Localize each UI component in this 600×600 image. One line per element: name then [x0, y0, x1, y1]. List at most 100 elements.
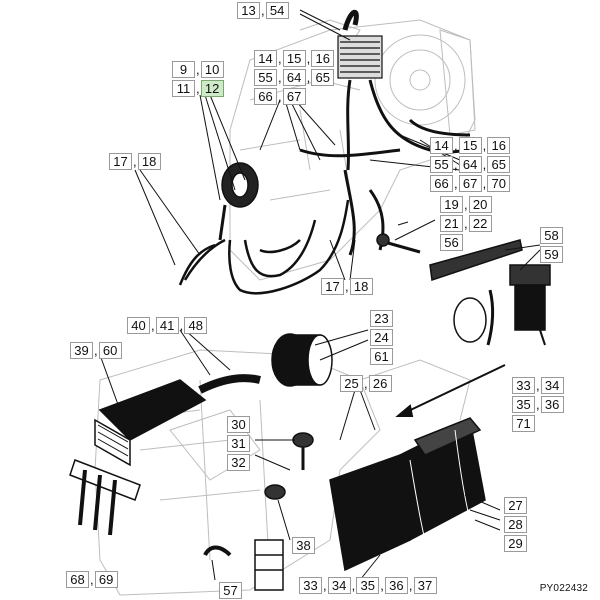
part-number[interactable]: 38 [292, 537, 315, 554]
callout-row: 32 [227, 454, 250, 471]
part-number[interactable]: 35 [356, 577, 380, 594]
part-number[interactable]: 33 [512, 377, 535, 394]
callout-row: 55,64,65 [254, 69, 335, 86]
part-number[interactable]: 69 [94, 571, 118, 588]
callout-row: 66,67 [254, 88, 334, 105]
part-number[interactable]: 21 [440, 215, 463, 232]
part-number[interactable]: 36 [384, 577, 408, 594]
callout-17-18-center: 17,18 [321, 278, 373, 295]
callout-row: 24 [370, 329, 393, 346]
part-number[interactable]: 13 [237, 2, 260, 19]
part-number[interactable]: 57 [219, 582, 242, 599]
part-number[interactable]: 17 [321, 278, 344, 295]
part-number[interactable]: 54 [265, 2, 289, 19]
callout-row: 55,64,65 [430, 156, 511, 173]
part-number[interactable]: 60 [98, 342, 122, 359]
part-number[interactable]: 29 [504, 535, 527, 552]
part-number[interactable]: 70 [487, 175, 511, 192]
callout-row: 14,15,16 [430, 137, 511, 154]
callout-row: 17,18 [321, 278, 373, 295]
part-number[interactable]: 58 [540, 227, 563, 244]
part-number[interactable]: 65 [311, 69, 335, 86]
part-number[interactable]: 30 [227, 416, 250, 433]
separator: , [482, 176, 487, 191]
bracket-part [429, 239, 523, 281]
separator: , [196, 81, 200, 96]
separator: , [278, 51, 282, 66]
part-number[interactable]: 67 [282, 88, 306, 105]
separator: , [351, 578, 356, 593]
callout-row: 25,26 [340, 375, 392, 392]
part-number[interactable]: 56 [440, 234, 463, 251]
callout-row: 21,22 [440, 215, 492, 232]
part-number[interactable]: 14 [430, 137, 453, 154]
part-number[interactable]: 36 [540, 396, 564, 413]
part-number[interactable]: 15 [282, 50, 306, 67]
separator: , [151, 318, 155, 333]
part-number[interactable]: 32 [227, 454, 250, 471]
callout-row: 61 [370, 348, 393, 365]
part-number[interactable]: 33 [299, 577, 322, 594]
part-number[interactable]: 71 [512, 415, 535, 432]
part-number[interactable]: 67 [458, 175, 482, 192]
part-number[interactable]: 15 [458, 137, 482, 154]
part-number[interactable]: 68 [66, 571, 89, 588]
part-number[interactable]: 12 [200, 80, 224, 97]
separator: , [179, 318, 184, 333]
callout-row: 33,34 [512, 377, 564, 394]
part-number[interactable]: 65 [487, 156, 511, 173]
callout-row: 28 [504, 516, 527, 533]
part-number[interactable]: 40 [127, 317, 150, 334]
callout-17-18-left: 17,18 [109, 153, 161, 170]
part-number[interactable]: 17 [109, 153, 132, 170]
callout-row: 68,69 [66, 571, 118, 588]
separator: , [482, 138, 487, 153]
part-number[interactable]: 16 [311, 50, 335, 67]
part-number[interactable]: 64 [282, 69, 306, 86]
separator: , [380, 578, 384, 593]
part-number[interactable]: 61 [370, 348, 393, 365]
part-number[interactable]: 16 [487, 137, 511, 154]
part-number[interactable]: 9 [172, 61, 195, 78]
direction-arrow [395, 364, 506, 417]
part-number[interactable]: 26 [368, 375, 392, 392]
part-number[interactable]: 31 [227, 435, 250, 452]
part-number[interactable]: 18 [349, 278, 373, 295]
callout-row: 40,41,48 [127, 317, 208, 334]
part-number[interactable]: 66 [430, 175, 453, 192]
part-number[interactable]: 23 [370, 310, 393, 327]
part-number[interactable]: 18 [137, 153, 161, 170]
part-number[interactable]: 20 [468, 196, 492, 213]
part-number[interactable]: 19 [440, 196, 463, 213]
part-number[interactable]: 34 [540, 377, 564, 394]
separator: , [278, 89, 282, 104]
part-number[interactable]: 24 [370, 329, 393, 346]
part-number[interactable]: 64 [458, 156, 482, 173]
separator: , [345, 279, 349, 294]
part-number[interactable]: 41 [155, 317, 179, 334]
part-number[interactable]: 35 [512, 396, 535, 413]
part-number[interactable]: 39 [70, 342, 93, 359]
part-number[interactable]: 55 [430, 156, 453, 173]
part-number[interactable]: 66 [254, 88, 277, 105]
part-number[interactable]: 28 [504, 516, 527, 533]
part-number[interactable]: 27 [504, 497, 527, 514]
fitting-parts [203, 432, 314, 591]
part-number[interactable]: 48 [184, 317, 208, 334]
part-number[interactable]: 10 [200, 61, 224, 78]
coupling-part [218, 162, 259, 241]
part-number[interactable]: 11 [172, 80, 195, 97]
part-number[interactable]: 14 [254, 50, 277, 67]
separator: , [454, 176, 458, 191]
part-number[interactable]: 55 [254, 69, 277, 86]
part-number[interactable]: 34 [327, 577, 351, 594]
part-number[interactable]: 22 [468, 215, 492, 232]
callout-row: 11,12 [172, 80, 224, 97]
part-number[interactable]: 59 [540, 246, 563, 263]
part-number[interactable]: 37 [413, 577, 437, 594]
part-number[interactable]: 25 [340, 375, 363, 392]
